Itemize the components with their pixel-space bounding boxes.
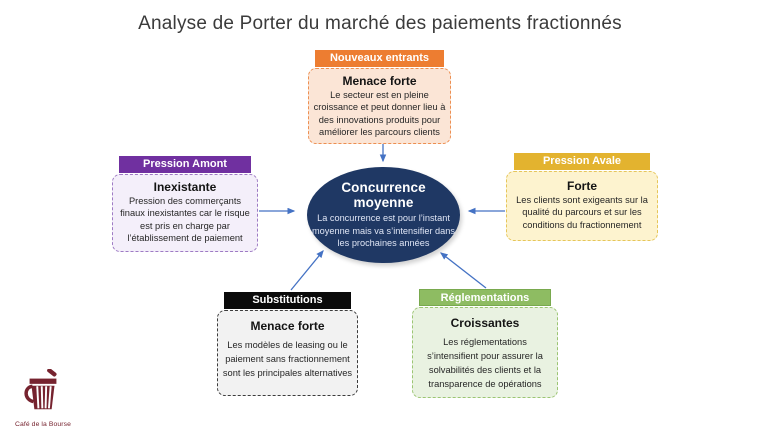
arrow-bottom-left: [290, 249, 324, 291]
cafe-de-la-bourse-logo: Café de la Bourse: [8, 368, 78, 428]
ellipse-heading: Concurrence moyenne: [341, 180, 426, 211]
force-description: Les réglementations s’intensifient pour …: [427, 337, 543, 389]
force-header-bar: Réglementations: [419, 289, 551, 306]
force-pression-amont: Pression Amont Inexistante Pression des …: [112, 156, 258, 252]
force-description: Le secteur est en pleine croissance et p…: [313, 90, 446, 138]
force-body: Inexistante Pression des commerçants fin…: [112, 174, 258, 252]
force-reglementations: Réglementations Croissantes Les réglemen…: [412, 289, 558, 398]
arrow-bottom-right: [439, 252, 487, 289]
force-header-bar: Substitutions: [224, 292, 351, 309]
force-description: Pression des commerçants finaux inexista…: [120, 196, 250, 244]
force-header-bar: Pression Avale: [513, 153, 651, 170]
force-body: Menace forte Le secteur est en pleine cr…: [308, 68, 451, 145]
force-level: Menace forte: [342, 74, 417, 88]
force-header-bar: Nouveaux entrants: [315, 50, 444, 67]
force-level: Menace forte: [250, 319, 325, 333]
force-header-bar: Pression Amont: [119, 156, 251, 173]
center-competition-ellipse: Concurrence moyenne La concurrence est p…: [307, 167, 460, 263]
force-description: Les clients sont exigeants sur la qualit…: [516, 195, 648, 230]
ellipse-description: La concurrence est pour l’instant moyenn…: [312, 213, 455, 249]
page-title: Analyse de Porter du marché des paiement…: [138, 13, 622, 34]
force-body: Menace forte Les modèles de leasing ou l…: [217, 310, 358, 396]
force-body: Croissantes Les réglementations s’intens…: [412, 307, 558, 398]
force-description: Les modèles de leasing ou le paiement sa…: [222, 340, 353, 378]
coffee-cup-icon: [24, 368, 57, 410]
force-level: Inexistante: [153, 180, 217, 194]
force-substitutions: Substitutions Menace forte Les modèles d…: [217, 292, 358, 396]
force-level: Forte: [567, 179, 597, 193]
force-level: Croissantes: [450, 316, 520, 330]
force-pression-avale: Pression Avale Forte Les clients sont ex…: [506, 153, 658, 241]
logo-label: Café de la Bourse: [14, 421, 72, 428]
force-body: Forte Les clients sont exigeants sur la …: [506, 171, 658, 241]
force-nouveaux-entrants: Nouveaux entrants Menace forte Le secteu…: [308, 50, 451, 145]
